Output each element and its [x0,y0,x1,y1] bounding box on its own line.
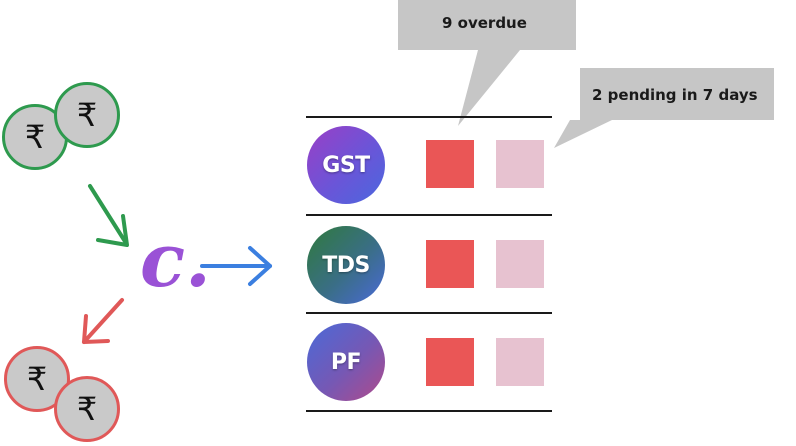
tds-badge[interactable]: TDS [307,226,385,304]
outflow-coin-front: ₹ [54,376,120,442]
table-rule-bottom [306,410,552,412]
logo: c. [140,218,211,304]
gst-badge[interactable]: GST [307,126,385,204]
rupee-icon: ₹ [76,390,98,428]
rupee-icon: ₹ [76,96,98,134]
pf-pending-status[interactable] [496,338,544,386]
gst-label: GST [322,152,370,178]
outflow-coin-back: ₹ [4,346,70,412]
gst-overdue-status[interactable] [426,140,474,188]
tds-overdue-status[interactable] [426,240,474,288]
pending-callout-bubble [554,68,774,148]
rupee-icon: ₹ [24,118,46,156]
rupee-icon: ₹ [26,360,48,398]
pf-badge[interactable]: PF [307,323,385,401]
pf-label: PF [330,349,362,375]
inflow-coin-front: ₹ [54,82,120,148]
pending-callout-text: 2 pending in 7 days [592,86,758,104]
table-rule [306,312,552,314]
tds-label: TDS [322,252,370,278]
pf-overdue-status[interactable] [426,338,474,386]
table-rule [306,214,552,216]
overdue-callout-text: 9 overdue [442,14,527,32]
inflow-arrow [88,184,129,247]
outflow-arrow [82,298,124,344]
flow-arrow [200,246,272,286]
overdue-callout-bubble [398,0,576,126]
gst-pending-status[interactable] [496,140,544,188]
table-rule-top [306,116,552,118]
tds-pending-status[interactable] [496,240,544,288]
